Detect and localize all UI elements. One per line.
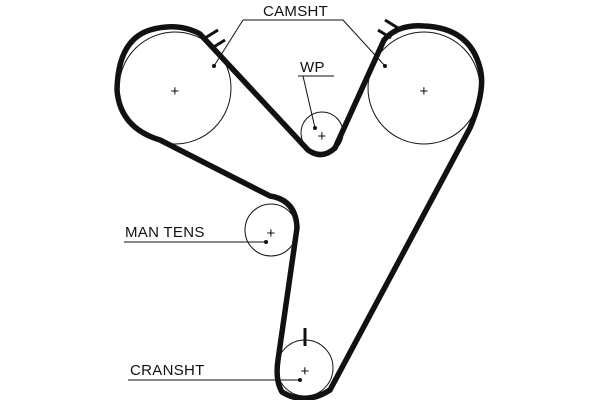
labels: CAMSHT WP MAN TENS CRANSHT — [125, 3, 328, 379]
camshaft-left-center-cross: + — [170, 83, 179, 100]
camshaft-right-timing-mark — [377, 28, 392, 40]
camshaft-right-center-cross: + — [419, 83, 428, 100]
water-pump-center-cross: + — [317, 128, 326, 145]
manual-tensioner-label: MAN TENS — [125, 224, 205, 241]
camshaft-right-timing-mark — [384, 18, 399, 30]
water-pump-leader-down — [302, 75, 316, 129]
timing-belt — [114, 23, 485, 400]
camshaft-right-leader-dot — [383, 64, 387, 68]
manual-tensioner-leader-dot — [264, 240, 268, 244]
crankshaft-center-cross: + — [300, 363, 309, 380]
camshaft-left-leader-dot — [212, 64, 216, 68]
camshaft-leader-right — [342, 19, 386, 67]
crankshaft-leader-dot — [298, 378, 302, 382]
water-pump-leader-dot — [313, 126, 317, 130]
crankshaft-label: CRANSHT — [130, 362, 205, 379]
camshaft-left-timing-mark — [204, 28, 219, 40]
camshaft-label: CAMSHT — [263, 3, 328, 20]
water-pump-label: WP — [300, 59, 325, 76]
leader-lines — [124, 19, 387, 382]
camshaft-leader-left — [213, 19, 244, 67]
timing-marks — [204, 18, 399, 346]
pulley-centers: + + + + + — [170, 83, 428, 380]
camshaft-left-timing-mark — [211, 38, 226, 50]
manual-tensioner-center-cross: + — [266, 225, 275, 242]
